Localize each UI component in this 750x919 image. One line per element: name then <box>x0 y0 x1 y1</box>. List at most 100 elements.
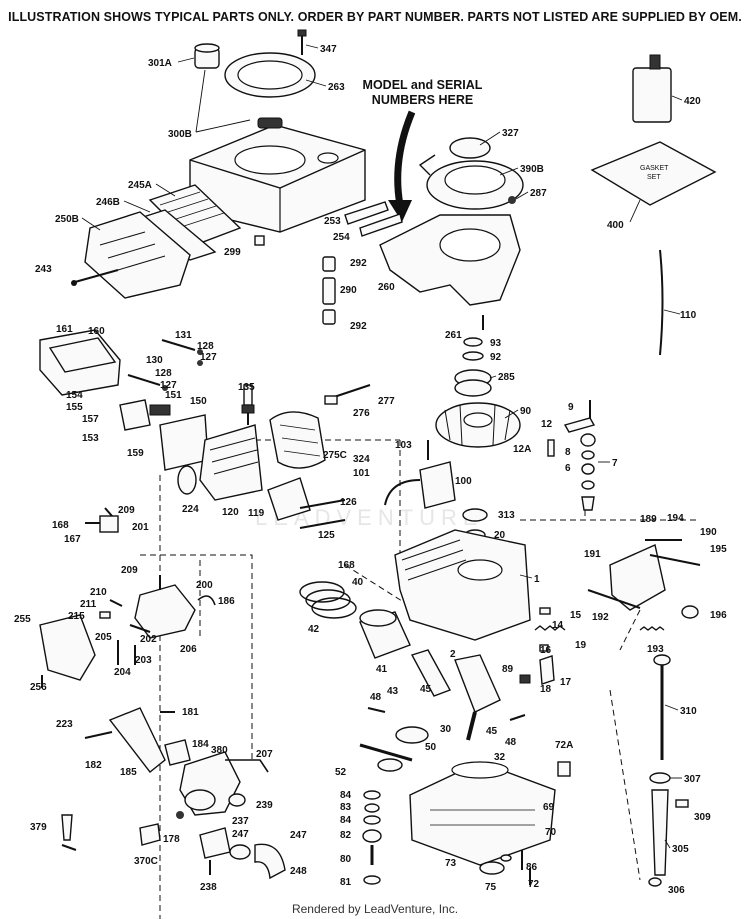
callout-301A: 301A <box>148 58 172 69</box>
callout-186: 186 <box>218 596 235 607</box>
carb-linkage-bits-part <box>85 507 119 533</box>
callout-81: 81 <box>340 877 352 888</box>
callout-153: 153 <box>82 433 99 444</box>
gasket-119-part <box>267 477 311 521</box>
callout-245A: 245A <box>128 180 152 191</box>
muffler-part <box>39 329 121 396</box>
gasket-set-part: GASKET SET <box>590 141 717 206</box>
piston-rings-part <box>299 581 357 619</box>
oil-bottle-part <box>632 54 672 123</box>
callout-261: 261 <box>445 330 462 341</box>
callout-101: 101 <box>353 468 370 479</box>
callout-70: 70 <box>545 827 557 838</box>
callout-247-left: 247 <box>232 829 249 840</box>
screw-243-part <box>71 269 119 286</box>
callout-390B: 390B <box>520 164 544 175</box>
flywheel-nut-part <box>462 337 484 361</box>
callout-275C: 275C <box>323 450 347 461</box>
callout-202: 202 <box>140 634 157 645</box>
governor-springs-part <box>534 607 566 652</box>
cam-gear-part <box>359 726 429 772</box>
callout-72A: 72A <box>555 740 573 751</box>
callout-86: 86 <box>526 862 538 873</box>
carb-shroud-part <box>39 614 96 688</box>
screw-287-part <box>508 196 516 204</box>
callout-209-top: 209 <box>118 505 135 516</box>
callout-92: 92 <box>490 352 502 363</box>
carb-small-parts-part <box>99 599 123 619</box>
tank-gasket-ring-part <box>224 52 316 98</box>
diagram-header: ILLUSTRATION SHOWS TYPICAL PARTS ONLY. O… <box>8 10 742 24</box>
callout-206: 206 <box>180 644 197 655</box>
dipstick-tube-part <box>648 772 689 887</box>
callout-43: 43 <box>387 686 399 697</box>
callout-201: 201 <box>132 522 149 533</box>
governor-arm-part <box>519 655 555 685</box>
callout-194: 194 <box>667 513 684 524</box>
part-178 <box>176 811 184 819</box>
callout-196: 196 <box>710 610 727 621</box>
callout-84-top: 84 <box>340 790 352 801</box>
callout-239: 239 <box>256 800 273 811</box>
starter-cap-part <box>449 137 491 159</box>
callout-83: 83 <box>340 802 352 813</box>
footer-credit: Rendered by LeadVenture, Inc. <box>291 902 459 916</box>
callout-6: 6 <box>565 463 571 474</box>
spacers-290-part <box>322 256 336 325</box>
carb-screws-part <box>117 624 151 665</box>
carburetor-part <box>179 751 241 816</box>
callout-12A: 12A <box>513 444 531 455</box>
callout-254: 254 <box>333 232 350 243</box>
callout-93: 93 <box>490 338 502 349</box>
callout-18: 18 <box>540 684 552 695</box>
callout-17: 17 <box>560 677 572 688</box>
callout-276: 276 <box>353 408 370 419</box>
callout-327: 327 <box>502 128 519 139</box>
callout-127-top: 127 <box>200 352 217 363</box>
callout-128-bottom: 128 <box>155 368 172 379</box>
callout-420: 420 <box>684 96 701 107</box>
sump-seal-part <box>479 850 531 885</box>
connecting-rod-part <box>410 649 452 697</box>
callout-260: 260 <box>378 282 395 293</box>
intake-tube-part <box>108 707 191 773</box>
callout-155: 155 <box>66 402 83 413</box>
callout-310: 310 <box>680 706 697 717</box>
callout-195: 195 <box>710 544 727 555</box>
callout-290: 290 <box>340 285 357 296</box>
screw-276-part <box>324 384 371 405</box>
model-note-line-1: MODEL and SERIAL <box>362 78 483 92</box>
callout-238: 238 <box>200 882 217 893</box>
callout-84-bottom: 84 <box>340 815 352 826</box>
callout-50: 50 <box>425 742 437 753</box>
callout-191: 191 <box>584 549 601 560</box>
callout-285: 285 <box>498 372 515 383</box>
callout-19: 19 <box>575 640 587 651</box>
callout-89: 89 <box>502 664 514 675</box>
callout-30: 30 <box>440 724 452 735</box>
callout-45-left: 45 <box>420 684 432 695</box>
callout-119: 119 <box>248 508 265 519</box>
callout-400: 400 <box>607 220 624 231</box>
callout-246B: 246B <box>96 197 120 208</box>
callout-379: 379 <box>30 822 47 833</box>
screws-48-part <box>367 707 526 721</box>
callout-309: 309 <box>694 812 711 823</box>
callout-40: 40 <box>352 577 364 588</box>
callout-48-left: 48 <box>370 692 382 703</box>
callout-110: 110 <box>680 310 697 321</box>
cylinder-head-part <box>199 424 263 501</box>
callout-42: 42 <box>308 624 320 635</box>
callout-256: 256 <box>30 682 47 693</box>
callout-237: 237 <box>232 816 249 827</box>
callout-287: 287 <box>530 188 547 199</box>
callout-159: 159 <box>127 448 144 459</box>
callout-203: 203 <box>135 655 152 666</box>
carb-upper-part <box>134 575 196 639</box>
callout-69: 69 <box>543 802 555 813</box>
callout-15: 15 <box>570 610 582 621</box>
callout-73: 73 <box>445 858 457 869</box>
callout-380: 380 <box>211 745 228 756</box>
callout-82: 82 <box>340 830 352 841</box>
callout-167: 167 <box>64 534 81 545</box>
